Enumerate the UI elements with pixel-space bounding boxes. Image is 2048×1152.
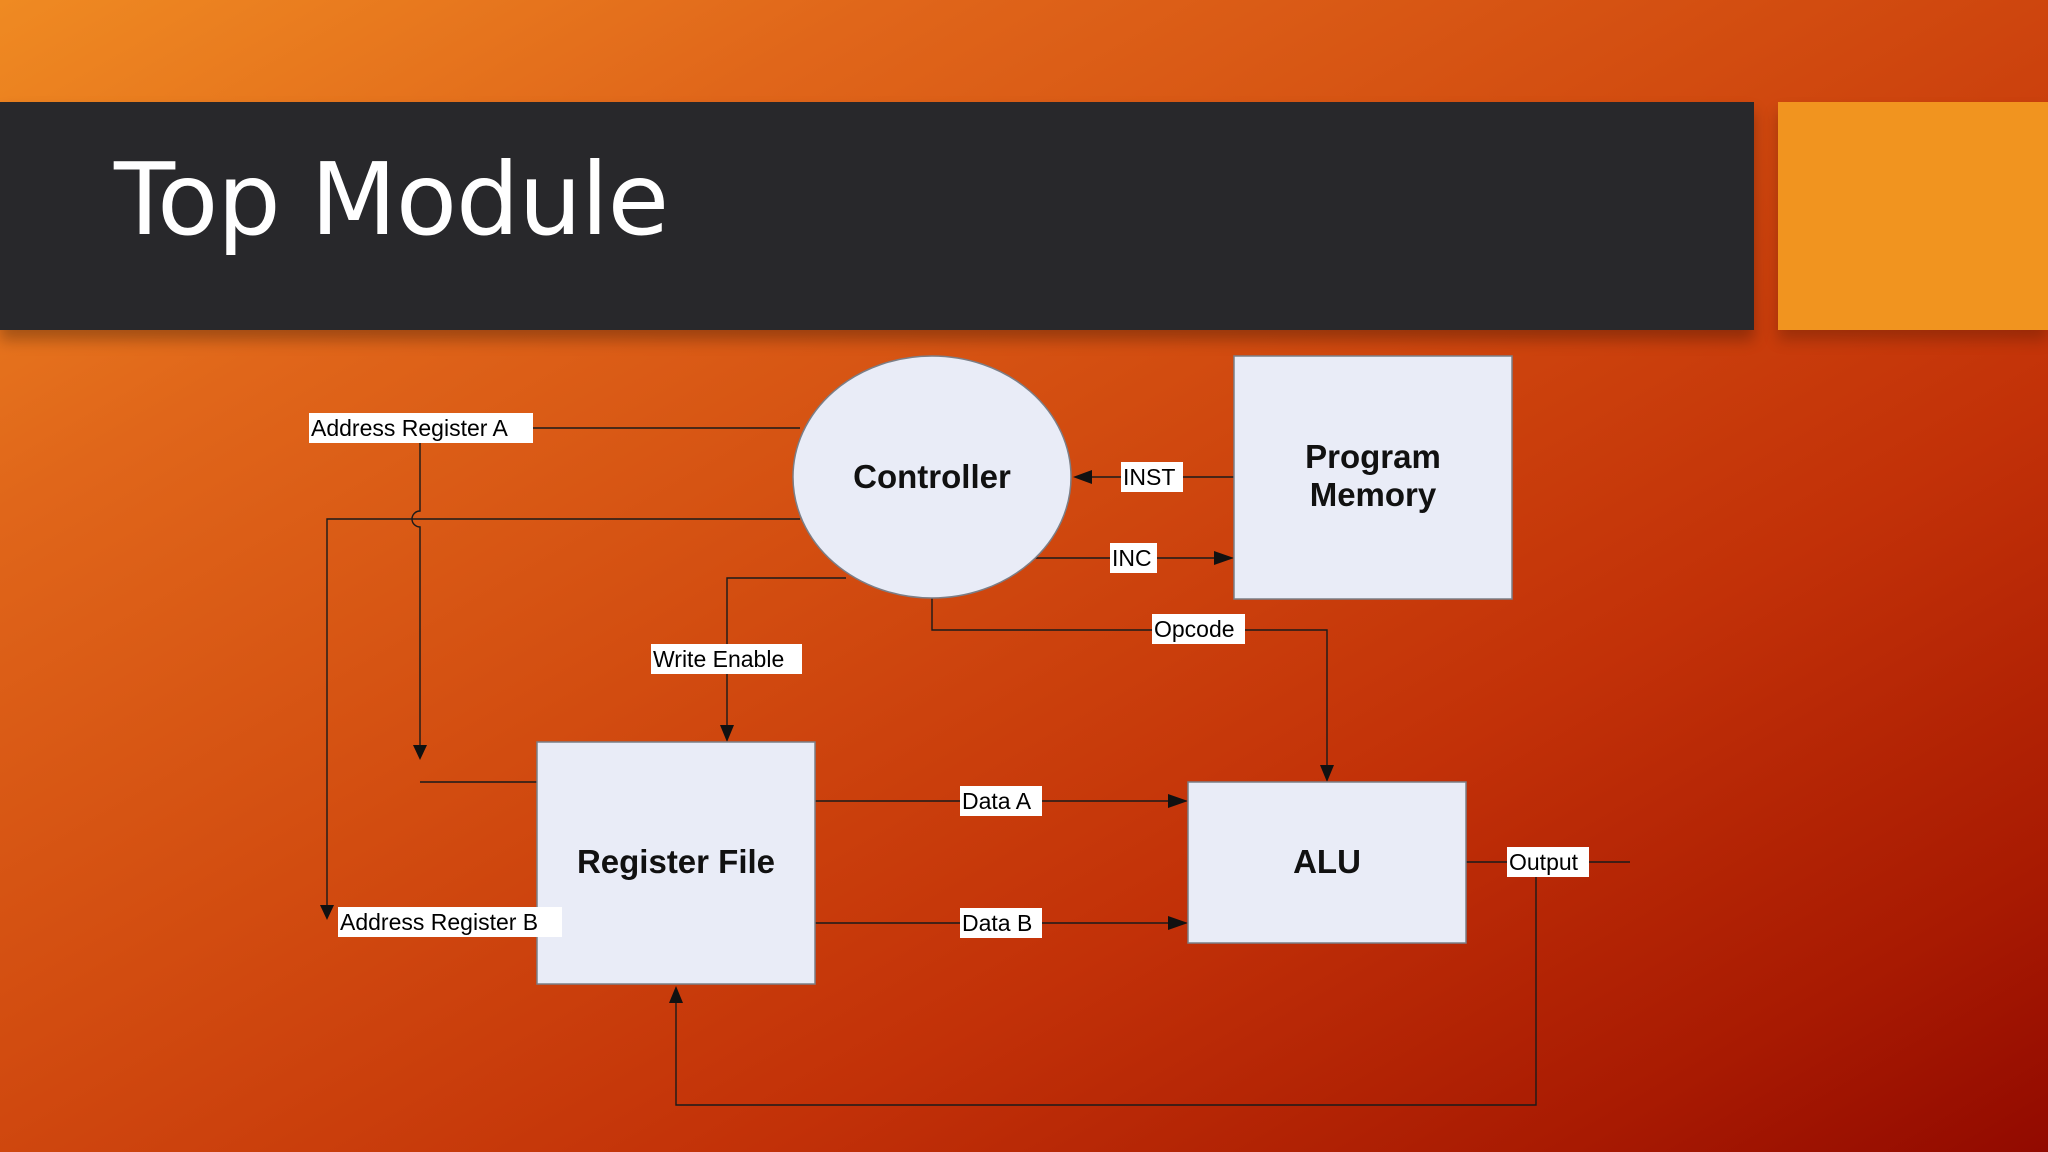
signal-label-data-b: Data B [962, 910, 1032, 936]
arrow-data-b [1168, 916, 1188, 930]
arrow-data-a [1168, 794, 1188, 808]
wire-output-feedback [675, 862, 1537, 1106]
accent-square [1778, 102, 2048, 330]
controller-block [792, 355, 1072, 599]
arrow-address-register-a [413, 745, 427, 760]
signal-label-inst: INST [1123, 464, 1175, 490]
program-memory-label-line2: Memory [1310, 476, 1437, 513]
wire-opcode [931, 597, 1328, 765]
signal-label-data-a: Data A [962, 788, 1032, 814]
wire-address-register-b [326, 518, 800, 905]
label-bg-address-register-b [338, 907, 562, 937]
label-bg-data-a [960, 786, 1042, 816]
signal-label-address-register-b: Address Register B [340, 909, 538, 935]
label-bg-inst [1121, 462, 1183, 492]
alu-block [1187, 781, 1467, 944]
label-bg-inc [1110, 543, 1157, 573]
slide-title: Top Module [114, 141, 669, 258]
label-bg-output [1507, 847, 1589, 877]
signal-label-output: Output [1509, 849, 1579, 875]
arrow-output-feedback [669, 986, 683, 1003]
signal-label-write-enable: Write Enable [653, 646, 784, 672]
signal-label-inc: INC [1112, 545, 1152, 571]
label-bg-opcode [1152, 614, 1245, 644]
program-memory-block [1233, 355, 1513, 600]
arrow-inc [1214, 551, 1234, 565]
register-file-label: Register File [577, 843, 775, 880]
signal-label-opcode: Opcode [1154, 616, 1235, 642]
arrow-inst [1073, 470, 1092, 484]
arrow-write-enable [720, 725, 734, 742]
label-bg-data-b [960, 908, 1042, 938]
register-file-block [536, 741, 816, 985]
alu-label: ALU [1293, 843, 1361, 880]
arrow-address-register-b [320, 905, 334, 920]
wire-address-register-a [411, 427, 800, 745]
label-bg-address-register-a [309, 413, 533, 443]
program-memory-label-line1: Program [1305, 438, 1441, 475]
title-bar [0, 102, 1754, 330]
arrow-opcode [1320, 765, 1334, 782]
controller-label: Controller [853, 458, 1011, 495]
wire-write-enable [726, 577, 846, 725]
signal-label-address-register-a: Address Register A [311, 415, 509, 441]
label-bg-write-enable [651, 644, 802, 674]
